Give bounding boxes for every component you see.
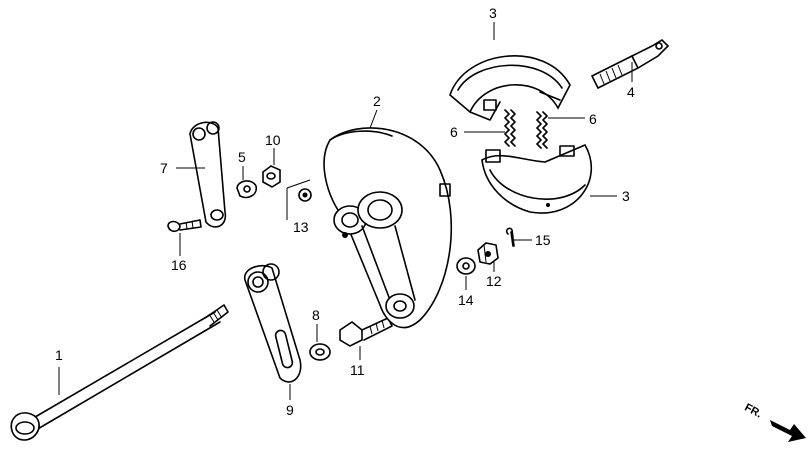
callout-6-right: 6 [589,111,597,127]
part-washer-14[interactable] [456,257,476,275]
leader-lines [58,22,633,400]
callout-1: 1 [55,347,63,363]
callout-10: 10 [265,132,281,148]
callout-2: 2 [373,93,381,109]
callout-4: 4 [627,84,635,100]
part-spring-left[interactable] [504,109,516,147]
callout-11: 11 [350,362,365,378]
part-indicator-arm[interactable] [189,121,227,228]
callout-7: 7 [160,160,168,176]
callout-3-lower: 3 [622,188,630,204]
part-bolt-16[interactable] [167,219,202,233]
part-brake-arm[interactable] [244,263,302,383]
part-axle[interactable] [10,304,229,441]
part-castle-nut-12[interactable] [477,242,499,265]
part-bolt-11[interactable] [339,317,393,347]
part-nut-13[interactable] [286,179,312,220]
callout-6-left: 6 [450,124,458,140]
callout-13: 13 [293,219,309,235]
part-brake-shoe-upper[interactable] [449,55,571,121]
part-washer-5[interactable] [236,180,258,199]
callout-12: 12 [486,273,502,289]
callout-14: 14 [458,292,474,308]
part-cotter-pin-15[interactable] [505,227,515,247]
callout-15: 15 [535,232,551,248]
front-direction-arrow-icon [770,420,806,442]
callout-16: 16 [171,257,187,273]
part-brake-shoe-lower[interactable] [481,143,592,214]
front-direction-indicator: FR. [742,402,806,442]
part-brake-panel[interactable] [323,127,453,329]
callout-9: 9 [286,402,294,418]
part-spring-right[interactable] [536,111,548,149]
front-direction-label: FR. [742,402,763,421]
callout-5: 5 [238,149,246,165]
callout-3-upper: 3 [489,5,497,21]
part-nut-10[interactable] [262,165,281,188]
part-cam-4[interactable] [590,38,670,90]
part-washer-8[interactable] [309,343,331,361]
callout-8: 8 [312,307,320,323]
